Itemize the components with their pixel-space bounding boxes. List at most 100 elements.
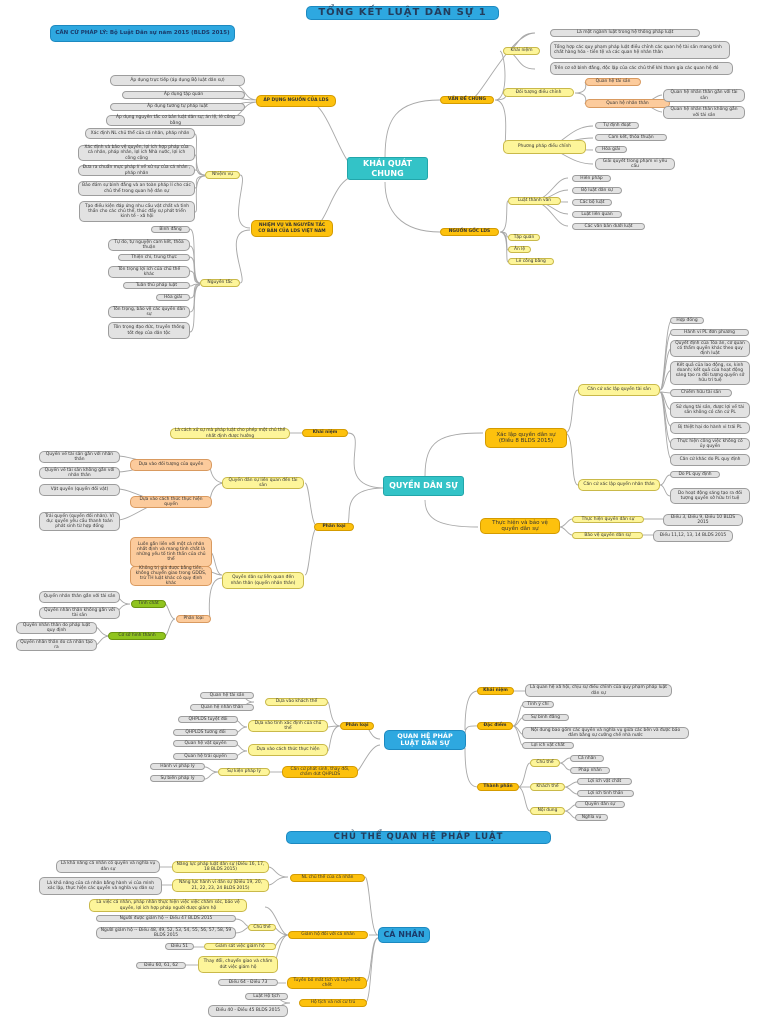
chu-the-item[interactable]: QHPLDS tuyệt đối [178, 716, 238, 723]
qds-khai-niem-node[interactable]: Khái niệm [302, 429, 348, 437]
khai-niem-item[interactable]: Tổng hợp các quy phạm pháp luật điều chỉ… [550, 41, 730, 59]
nguyen-tac-item[interactable]: Tôn trọng lợi ích của chủ thể khác [108, 266, 190, 278]
luat-thanh-van-item[interactable]: Hiến pháp [572, 175, 611, 182]
su-kien-item[interactable]: Hành vi pháp lý [150, 763, 205, 770]
qh-khai-niem-text[interactable]: Là quan hệ xã hội, chịu sự điều chỉnh củ… [525, 684, 672, 697]
giam-sat-ref[interactable]: Điều 51 [165, 943, 194, 950]
nguon-goc-item[interactable]: Tập quán [508, 234, 540, 241]
ho-tich-item[interactable]: Điều 40 - Điều 45 BLDS 2015 [208, 1005, 288, 1017]
can-cu-tai-san-item[interactable]: Căn cứ khác do PL quy định [670, 454, 750, 466]
dac-diem-item[interactable]: Lợi ích vật chất [522, 742, 574, 749]
nl-chu-the-node[interactable]: NL chủ thể của cá nhân [290, 874, 365, 882]
dua-vao-cach-thuc-th-node[interactable]: Dựa vào cách thức thực hiện [248, 744, 328, 756]
tp-chu-the-item[interactable]: Pháp nhân [570, 767, 610, 774]
giam-ho-node[interactable]: Giám hộ đối với cá nhân [288, 931, 368, 939]
nhiem-vu-node[interactable]: Nhiệm vụ [205, 171, 240, 179]
doi-tuong-item[interactable]: Quyền về tài sản không gắn với nhân thân [39, 467, 120, 479]
nhiem-vu-item[interactable]: Xác định và bảo vệ quyền, lợi ích hợp ph… [78, 145, 195, 161]
tuyen-bo-ref[interactable]: Điều 64 - Điều 73 [218, 979, 278, 986]
can-cu-tai-san-item[interactable]: Chiếm hữu tài sản [670, 389, 732, 397]
nhan-than-item[interactable]: Quan hệ nhân thân gắn với tài sản [663, 89, 745, 102]
dac-diem-item[interactable]: Sự bình đẳng [522, 714, 569, 721]
nhiem-vu-item[interactable]: Tạo điều kiện đáp ứng nhu cầu vật chất v… [79, 201, 195, 222]
bao-ve-quyen-node[interactable]: Bảo vệ quyền dân sự [572, 532, 643, 539]
doi-tuong-item[interactable]: Quyền về tài sản gắn với nhân thân [39, 451, 120, 463]
can-cu-phat-sinh-node[interactable]: Căn cứ phát sinh, thay đổi, chấm dứt QHP… [282, 766, 358, 778]
can-cu-tai-san-item[interactable]: Kết quả của lao động, sx, kinh doanh; kế… [670, 361, 750, 385]
central-topic-khai-quat-chung[interactable]: KHÁI QUÁT CHUNG [347, 157, 428, 180]
dua-vao-doi-tuong-node[interactable]: Dựa vào đối tượng của quyền [130, 459, 212, 471]
nhan-than-note[interactable]: Luôn gắn liền với một cá nhân nhất định … [130, 537, 212, 567]
phuong-phap-item[interactable]: Giải quyết trong phạm vi yêu cầu [595, 158, 675, 170]
ho-tich-node[interactable]: Hộ tịch và nơi cư trú [299, 999, 367, 1007]
co-so-hinh-thanh-node[interactable]: Cơ sở hình thành [108, 632, 166, 640]
co-so-item[interactable]: Quyền nhân thân do cá nhân tạo ra [16, 639, 97, 651]
thuc-hien-quyen-node[interactable]: Thực hiện quyền dân sự [572, 516, 644, 523]
khach-the-item[interactable]: Quan hệ tài sản [200, 692, 254, 699]
tp-khach-the-node[interactable]: Khách thể [530, 783, 565, 791]
nguyen-tac-item[interactable]: Tự do, tự nguyện cam kết, thỏa thuận [108, 239, 190, 251]
can-cu-tai-san-item[interactable]: Hợp đồng [670, 317, 704, 324]
can-cu-tai-san-item[interactable]: Quyết định của Tòa án, cơ quan có thẩm q… [670, 340, 750, 357]
nguyen-tac-item[interactable]: Tuân thủ pháp luật [123, 282, 190, 289]
nhiem-vu-item[interactable]: Đưa ra chuẩn mực pháp lí về xử sự của cá… [78, 165, 195, 176]
ap-dung-item[interactable]: Áp dụng nguyên tắc cơ bản luật dân sự; á… [106, 115, 245, 126]
thuc-hien-bao-ve-node[interactable]: Thực hiện và bảo vệ quyền dân sự [480, 518, 560, 534]
nl-plds-node[interactable]: Năng lực pháp luật dân sự (Điều 16, 17, … [172, 861, 269, 873]
khai-niem-item[interactable]: Trên cơ sở bình đẳng, độc lập của các ch… [550, 62, 733, 75]
cach-thuc-th-item[interactable]: Quan hệ trái quyền [173, 753, 238, 760]
tp-khach-the-item[interactable]: Lợi ích vật chất [577, 778, 632, 785]
qh-khai-niem-node[interactable]: Khái niệm [477, 687, 514, 695]
luat-thanh-van-item[interactable]: Các bộ luật [572, 199, 612, 206]
tp-chu-the-item[interactable]: Cá nhân [570, 755, 604, 762]
tinh-chat-item[interactable]: Quyền nhân thân không gắn với tài sản [39, 607, 120, 619]
nguon-goc-lds-node[interactable]: NGUỒN GỐC LDS [440, 228, 499, 236]
giam-sat-node[interactable]: Giám sát việc giám hộ [204, 943, 276, 950]
co-so-item[interactable]: Quyền nhân thân do pháp luật quy định [16, 622, 97, 634]
can-cu-nhan-than-item[interactable]: Do PL quy định [670, 471, 720, 478]
thanh-phan-node[interactable]: Thành phần [477, 783, 519, 791]
dua-vao-khach-the-node[interactable]: Dựa vào khách thể [265, 698, 328, 706]
nl-plds-desc[interactable]: Là khả năng cá nhân có quyền và nghĩa vụ… [56, 860, 160, 873]
nl-hvds-node[interactable]: Năng lực hành vi dân sự (Điều 19, 20, 21… [172, 879, 269, 892]
nguon-goc-item[interactable]: Lẽ công bằng [508, 258, 554, 265]
dac-diem-item[interactable]: Nội dung bao gồm các quyền và nghĩa vụ g… [522, 727, 689, 739]
qh-phan-loai-node[interactable]: Phân loại [340, 722, 374, 730]
cach-thuc-item[interactable]: Vật quyền (quyền đối vật) [39, 484, 120, 496]
thay-doi-ref[interactable]: Điều 60, 61, 62 [136, 962, 186, 969]
phuong-phap-item[interactable]: Hòa giải [595, 146, 627, 153]
qds-khai-niem-text[interactable]: Là cách xử sự mà pháp luật cho phép một … [170, 428, 290, 439]
tp-noi-dung-item[interactable]: Quyền dân sự [575, 801, 625, 808]
luat-thanh-van-item[interactable]: Các văn bản dưới luật [572, 223, 645, 230]
qds-phan-loai-node[interactable]: Phân loại [314, 523, 354, 531]
chu-the-item[interactable]: QHPLDS tương đối [173, 729, 238, 736]
nguyen-tac-item[interactable]: Tôn trọng đạo đức, truyền thống tốt đẹp … [108, 322, 190, 339]
nguyen-tac-item[interactable]: Thiện chí, trung thực [118, 254, 190, 261]
su-kien-item[interactable]: Sự biến pháp lý [150, 775, 205, 782]
qds-tai-san-node[interactable]: Quyền dân sự liên quan đến tài sản [222, 477, 304, 489]
dua-vao-chu-the-node[interactable]: Dựa vào tính xác định của chủ thể [248, 720, 328, 732]
central-topic-quyen-dan-su[interactable]: QUYỀN DÂN SỰ [383, 476, 464, 496]
phuong-phap-dieu-chinh-node[interactable]: Phương pháp điều chỉnh [503, 140, 586, 154]
khach-the-item[interactable]: Quan hệ nhân thân [190, 704, 254, 711]
luat-thanh-van-item[interactable]: Bộ luật dân sự [572, 187, 622, 194]
xac-lap-quyen-node[interactable]: Xác lập quyền dân sự (Điều 8 BLDS 2015) [485, 428, 567, 448]
nguyen-tac-node[interactable]: Nguyên tắc [200, 279, 240, 287]
gh-chu-the-item[interactable]: Người giám hộ -- Điều 48, 49, 52, 53, 54… [96, 927, 236, 939]
nhiem-vu-item[interactable]: Bảo đảm sự bình đẳng và an toàn pháp lí … [78, 181, 195, 196]
nhiem-vu-nguyen-tac-node[interactable]: NHIỆM VỤ VÀ NGUYÊN TẮC CƠ BẢN CỦA LDS VI… [251, 220, 333, 237]
ho-tich-item[interactable]: Luật Hộ tịch [245, 993, 288, 1000]
cach-thuc-item[interactable]: Trái quyền (quyền đối nhân). Ví dụ: quyề… [39, 512, 120, 531]
nl-hvds-desc[interactable]: Là khả năng của cá nhân bằng hành vi của… [39, 877, 162, 895]
gh-chu-the-item[interactable]: Người được giám hộ -- Điều 47 BLDS 2015 [96, 915, 236, 922]
luat-thanh-van-node[interactable]: Luật thành văn [508, 197, 561, 205]
can-cu-tai-san-item[interactable]: Sử dụng tài sản, được lợi về tài sản khô… [670, 402, 750, 418]
luat-thanh-van-item[interactable]: Luật liên quan [572, 211, 622, 218]
ap-dung-item[interactable]: Áp dụng tương tự pháp luật [110, 103, 245, 111]
quan-he-nhan-than-node[interactable]: Quan hệ nhân thân [585, 99, 670, 108]
bao-ve-ref[interactable]: Điều 11,12, 13, 14 BLDS 2015 [653, 530, 733, 542]
ap-dung-item[interactable]: Áp dụng tập quán [122, 91, 245, 99]
dac-diem-node[interactable]: Đặc điểm [477, 722, 513, 730]
qds-nhan-than-node[interactable]: Quyền dân sự liên quan đến nhân thân (qu… [222, 572, 304, 589]
ap-dung-item[interactable]: Áp dụng trực tiếp (áp dụng Bộ luật dân s… [110, 75, 245, 86]
